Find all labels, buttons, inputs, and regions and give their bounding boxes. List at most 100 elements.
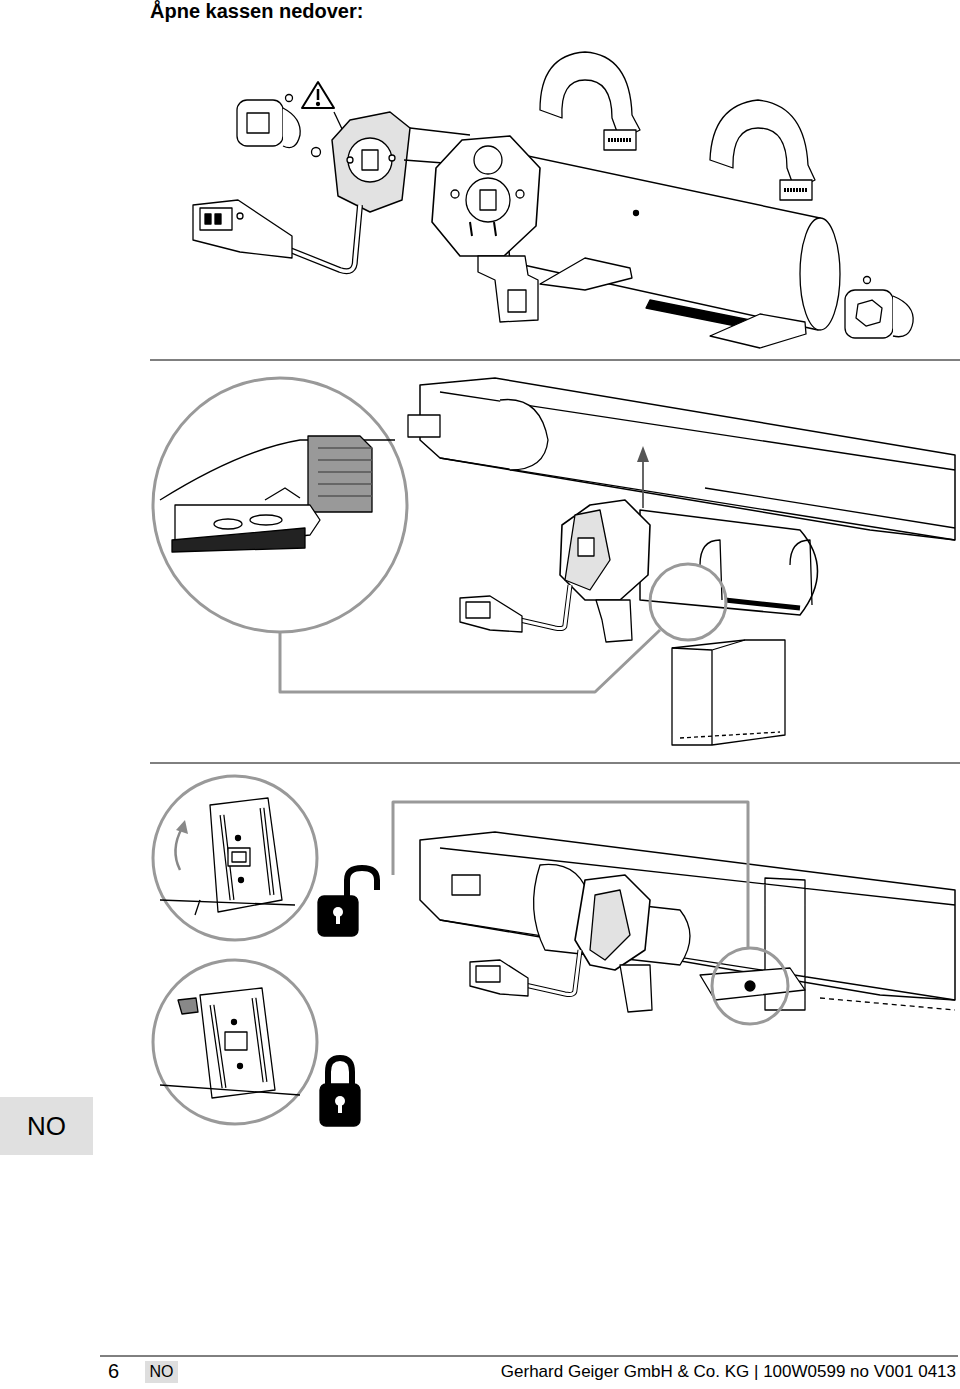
drawing-path (328, 1058, 352, 1084)
drawing-circle (286, 95, 293, 102)
node-label: NO (150, 1363, 174, 1381)
drawing-line (317, 89, 320, 100)
drawing-circle (317, 103, 320, 106)
drawing-path (500, 400, 548, 471)
drawing-rect (200, 208, 232, 230)
drawing-path (332, 112, 410, 212)
drawing-circle (312, 148, 321, 157)
drawing-line (608, 138, 632, 142)
drawing-path (265, 488, 300, 500)
drawing-path (540, 52, 640, 140)
drawing-circle (153, 960, 317, 1124)
divider (150, 360, 960, 361)
drawing-path (302, 82, 334, 108)
drawing-path (420, 832, 955, 1000)
drawing-path (222, 808, 272, 900)
drawing-path (700, 540, 812, 605)
drawing-circle (237, 213, 243, 219)
drawing-path (637, 446, 649, 462)
drawing-path (160, 900, 295, 915)
drawing-path (710, 100, 815, 190)
drawing-circle (232, 1020, 237, 1025)
drawing-path (393, 802, 748, 948)
drawing-rect (480, 190, 496, 210)
drawing-path (318, 448, 372, 496)
drawing-path (290, 205, 360, 271)
drawing-rect (318, 896, 358, 936)
bottom-panel (153, 776, 955, 1126)
drawing-circle (389, 155, 395, 161)
drawing-path (193, 200, 292, 258)
drawing-path (176, 820, 188, 834)
drawing-circle (466, 178, 510, 222)
drawing-line (784, 188, 808, 192)
drawing-path (680, 732, 780, 738)
drawing-path (672, 640, 785, 745)
drawing-path (470, 960, 528, 996)
drawing-circle (153, 378, 407, 632)
drawing-path (210, 798, 282, 912)
drawing-circle (650, 564, 726, 640)
drawing-circle (239, 878, 244, 883)
drawing-path (620, 965, 652, 1012)
drawing-rect (205, 214, 211, 224)
drawing-circle (634, 211, 639, 216)
drawing-rect (232, 852, 246, 862)
node-label: NO (27, 1112, 66, 1141)
drawing-path (470, 222, 496, 236)
drawing-path (596, 600, 632, 642)
drawing-circle (474, 146, 502, 174)
drawing-path (212, 998, 265, 1088)
drawing-rect (228, 848, 250, 866)
drawing-rect (780, 180, 812, 200)
page-number: 6 (108, 1360, 119, 1383)
drawing-path (565, 510, 610, 590)
drawing-path (500, 150, 838, 330)
drawing-path (308, 436, 372, 512)
language-badge: NO (145, 1361, 178, 1383)
page-title: Åpne kassen nedover: (150, 0, 363, 23)
drawing-circle (516, 190, 524, 198)
drawing-path (178, 998, 198, 1014)
drawing-path (290, 205, 360, 271)
drawing-rect (845, 290, 893, 338)
drawing-path (280, 630, 660, 692)
drawing-path (432, 136, 540, 256)
language-tab: NO (0, 1097, 93, 1155)
drawing-rect (452, 875, 480, 895)
drawing-path (525, 950, 580, 995)
drawing-rect (237, 100, 283, 146)
drawing-rect (466, 602, 490, 618)
drawing-rect (336, 912, 340, 924)
drawing-rect (476, 966, 500, 982)
drawing-path (347, 868, 377, 896)
drawing-path (856, 300, 882, 326)
top-panel (193, 52, 913, 348)
drawing-path (893, 296, 913, 337)
drawing-circle (864, 277, 871, 284)
footer-text: Gerhard Geiger GmbH & Co. KG | 100W0599 … (501, 1362, 956, 1382)
drawing-path (540, 258, 632, 290)
drawing-rect (320, 1084, 360, 1126)
drawing-rect (578, 538, 594, 556)
drawing-path (172, 528, 305, 552)
drawing-rect (362, 150, 378, 170)
drawing-circle (238, 1064, 243, 1069)
drawing-ellipse (214, 519, 242, 529)
drawing-path (820, 998, 955, 1010)
drawing-path (160, 1085, 300, 1095)
drawing-circle (347, 157, 353, 163)
drawing-rect (508, 290, 526, 312)
drawing-path (212, 998, 265, 1088)
drawing-path (525, 950, 580, 995)
drawing-ellipse (250, 515, 282, 525)
drawing-rect (247, 113, 269, 133)
drawing-path (175, 828, 182, 870)
drawing-path (478, 256, 538, 322)
drawing-path (440, 848, 955, 1010)
drawing-path (460, 596, 522, 632)
drawing-rect (604, 130, 636, 150)
drawing-rect (338, 1101, 342, 1113)
